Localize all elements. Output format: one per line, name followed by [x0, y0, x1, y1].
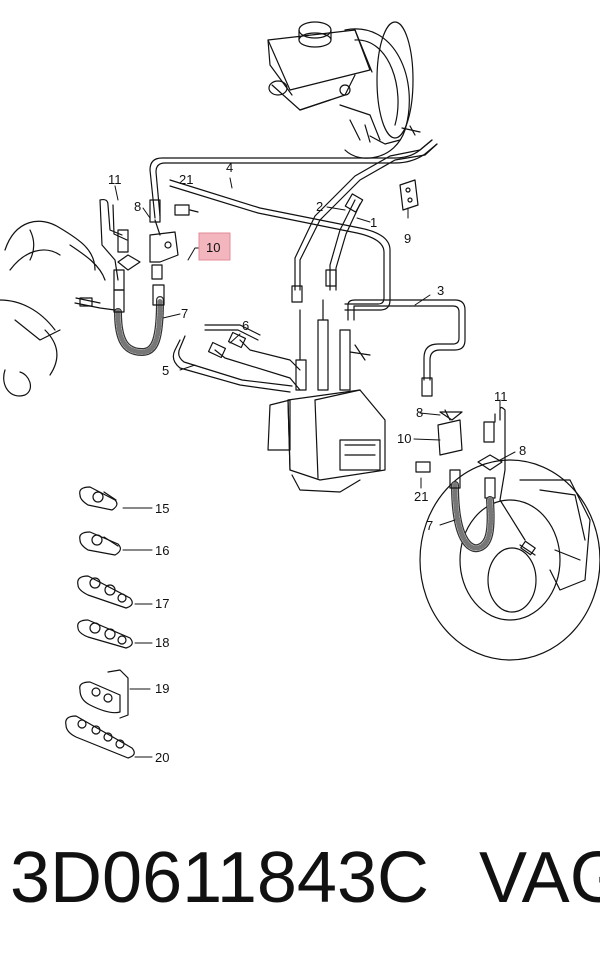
left-suspension	[0, 220, 106, 397]
callout-21-left: 21	[179, 172, 193, 187]
clip-15	[79, 486, 118, 511]
clip-18	[77, 619, 133, 649]
brake-hose-left	[74, 284, 165, 356]
brake-hose-right	[449, 469, 536, 556]
callout-18: 18	[155, 635, 169, 650]
callout-8-left: 8	[134, 199, 141, 214]
part-number: 3D0611843C	[10, 838, 429, 918]
brake-line-5-6	[172, 324, 371, 393]
callout-16: 16	[155, 543, 169, 558]
brake-line-3	[347, 299, 466, 397]
callout-6: 6	[242, 318, 249, 333]
callout-11-right: 11	[494, 389, 508, 404]
callout-17: 17	[155, 596, 169, 611]
brand-name: VAG	[479, 838, 600, 918]
callout-19: 19	[155, 681, 169, 696]
clip-17	[77, 575, 133, 609]
callout-11-left: 11	[108, 172, 122, 187]
callout-20: 20	[155, 750, 169, 765]
callout-1: 1	[370, 215, 377, 230]
callout-10-right: 10	[397, 431, 411, 446]
callout-4: 4	[226, 160, 233, 175]
callout-7-left: 7	[181, 306, 188, 321]
master-cylinder	[267, 21, 414, 159]
callout-9: 9	[404, 231, 411, 246]
callout-8-right: 8	[519, 443, 526, 458]
clip-19	[79, 669, 129, 719]
highlight-box-10	[198, 232, 231, 261]
callout-5: 5	[162, 363, 169, 378]
right-brake-disc	[419, 459, 600, 661]
clip-20	[65, 715, 135, 759]
brake-line-1-2	[291, 139, 438, 303]
brake-line-4	[149, 139, 438, 311]
callout-10-left: 10	[206, 240, 220, 255]
callout-21-right: 21	[414, 489, 428, 504]
callout-8-right-top: 8	[416, 405, 423, 420]
bracket-9	[399, 179, 419, 211]
right-bracket	[415, 409, 503, 473]
callout-7-right: 7	[426, 518, 433, 533]
master-cylinder-lines	[369, 125, 421, 145]
clip-16	[79, 531, 121, 556]
callout-3: 3	[437, 283, 444, 298]
callout-15: 15	[155, 501, 169, 516]
leader-lines	[114, 177, 516, 758]
abs-unit	[267, 299, 386, 493]
left-bracket	[117, 199, 199, 280]
callout-2: 2	[316, 199, 323, 214]
